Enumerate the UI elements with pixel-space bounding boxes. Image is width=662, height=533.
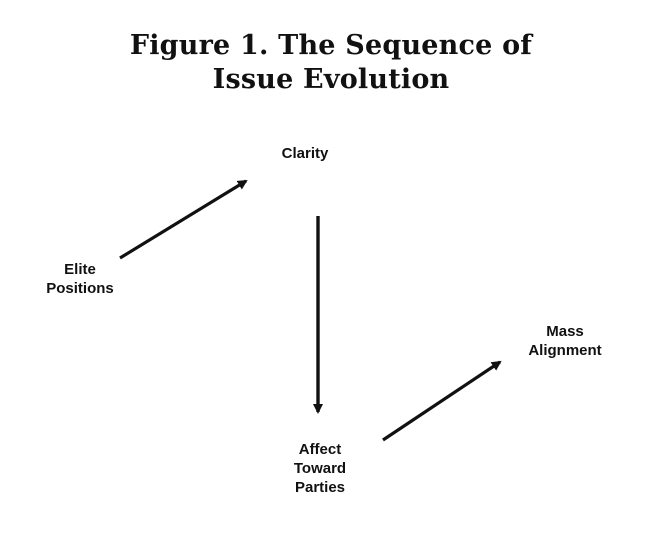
arrow-affect-to-mass (382, 360, 502, 442)
node-affect-toward-parties-line-3: Parties (294, 479, 346, 496)
node-affect-toward-parties: Affect Toward Parties (275, 440, 365, 497)
arrow-elite-to-clarity (119, 179, 248, 260)
figure-title-line-1: Figure 1. The Sequence of (129, 30, 533, 61)
figure-title-line-2: Issue Evolution (212, 64, 450, 95)
node-affect-toward-parties-line-1: Affect (298, 441, 342, 458)
node-mass-alignment: Mass Alignment (505, 322, 625, 360)
node-affect-toward-parties-line-2: Toward (293, 460, 347, 477)
node-mass-alignment-line-1: Mass (546, 323, 584, 340)
node-elite-positions-line-2: Positions (46, 280, 114, 297)
node-clarity: Clarity (260, 144, 350, 163)
node-clarity-line-1: Clarity (281, 145, 329, 162)
node-mass-alignment-line-2: Alignment (528, 342, 602, 359)
node-elite-positions-line-1: Elite (64, 261, 96, 278)
node-elite-positions: Elite Positions (30, 260, 130, 298)
